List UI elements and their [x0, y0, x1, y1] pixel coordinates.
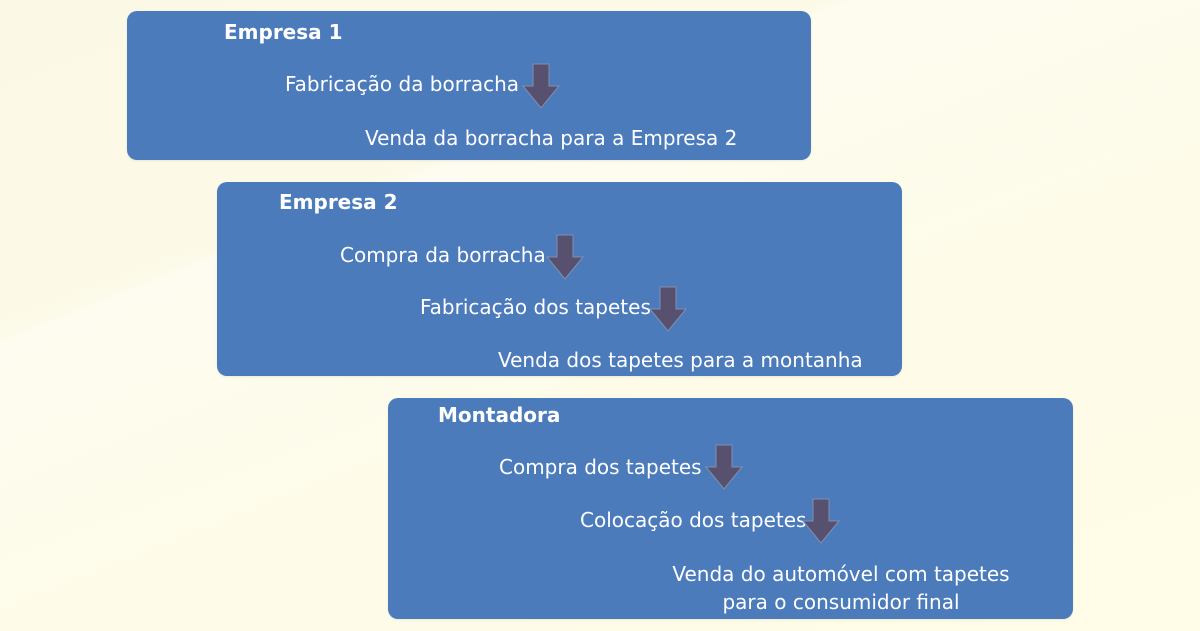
group-title: Montadora: [438, 403, 561, 427]
step-label: Venda da borracha para a Empresa 2: [365, 126, 738, 150]
arrow-down-icon: [546, 234, 584, 280]
arrow-down-icon: [649, 286, 687, 332]
step-label: Compra da borracha: [340, 243, 546, 267]
step-label: Venda dos tapetes para a montanha: [498, 348, 863, 372]
group-box-empresa-2: [217, 182, 902, 376]
group-title: Empresa 1: [224, 20, 343, 44]
arrow-down-icon: [522, 63, 560, 109]
step-label: Colocação dos tapetes: [580, 508, 807, 532]
step-label: Venda do automóvel com tapetes para o co…: [672, 562, 1010, 614]
step-label: Fabricação dos tapetes: [420, 295, 651, 319]
arrow-down-icon: [705, 444, 743, 490]
group-title: Empresa 2: [279, 190, 398, 214]
group-box-empresa-1: [127, 11, 811, 160]
group-box-montadora: [388, 398, 1073, 619]
step-label: Compra dos tapetes: [499, 455, 702, 479]
step-label: Fabricação da borracha: [285, 72, 520, 96]
arrow-down-icon: [802, 498, 840, 544]
